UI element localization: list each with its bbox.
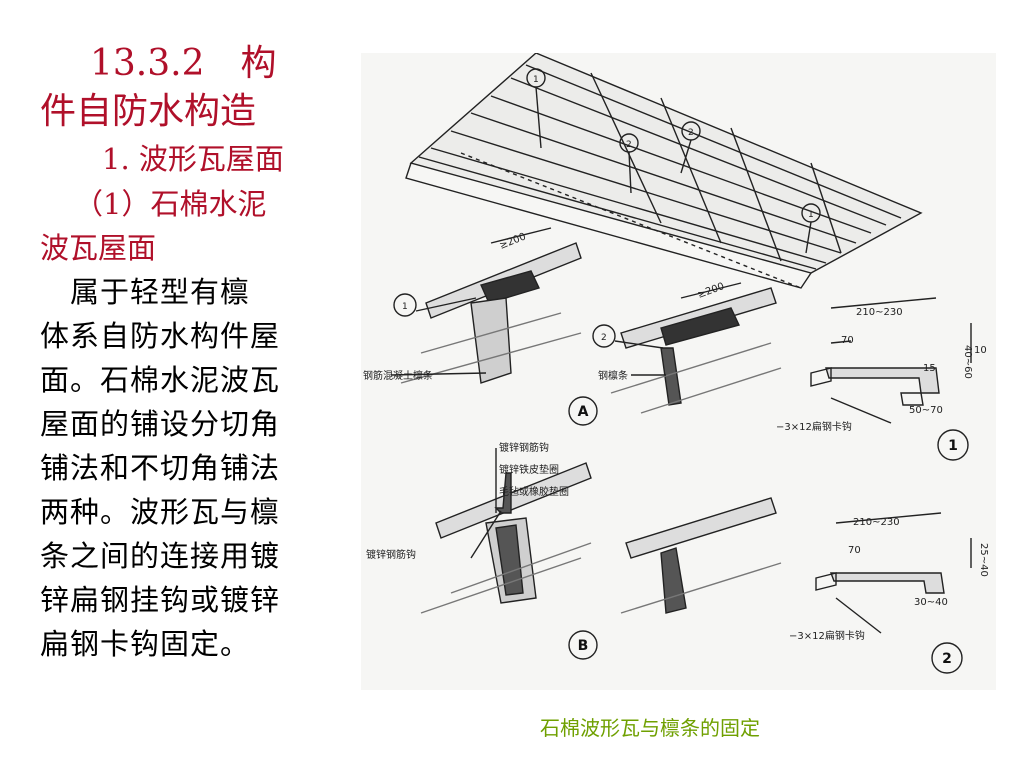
subheading-2-line1: （1）石棉水泥 xyxy=(74,187,267,221)
dim-210-230-a: 210~230 xyxy=(856,307,903,318)
body-line: 锌扁钢挂钩或镀锌 xyxy=(40,583,281,617)
body-line: 条之间的连接用镀 xyxy=(40,539,281,573)
dim-vertical-3: 25~40 xyxy=(978,543,989,577)
detail-b-label: B xyxy=(578,638,589,654)
text-column: 13.3.2 构 件自防水构造 1. 波形瓦屋面 （1）石棉水泥 波瓦屋面 属于… xyxy=(40,40,332,666)
dim-vertical-1: 40~60 xyxy=(962,345,973,379)
body-line: 铺法和不切角铺法 xyxy=(40,451,281,485)
label-galv-hook-1: 镀锌钢筋钩 xyxy=(499,441,549,454)
detail-a-badge xyxy=(568,396,598,426)
subheading-2-line2: 波瓦屋面 xyxy=(40,231,157,265)
label-galv-washer: 镀锌铁皮垫圈 xyxy=(499,463,559,476)
dim-15: 15 xyxy=(923,363,936,374)
dim-200-a: ≥200 xyxy=(498,231,528,251)
callout-3: 2 xyxy=(626,140,632,150)
body-paragraph: 属于轻型有檩 体系自防水构件屋 面。石棉水泥波瓦 屋面的铺设分切角 铺法和不切角… xyxy=(40,270,332,666)
detail-a-steel xyxy=(592,282,782,414)
subheading-1: 1. 波形瓦屋面 xyxy=(40,136,332,182)
callout-4: 1 xyxy=(808,210,814,220)
label-steel-purlin: 钢檩条 xyxy=(598,369,628,382)
detail-b-hook xyxy=(420,448,592,614)
label-hook-clip-2: −3×12扁钢卡钩 xyxy=(789,629,865,642)
dim-70-b: 70 xyxy=(848,545,861,556)
callout-1: 1 xyxy=(533,75,539,85)
roof-perspective xyxy=(405,53,923,289)
dim-30-40: 30~40 xyxy=(914,597,948,608)
section-heading: 13.3.2 构 件自防水构造 xyxy=(40,40,332,136)
callout-5: 1 xyxy=(402,302,408,312)
subheading-2: （1）石棉水泥 波瓦屋面 xyxy=(40,182,332,270)
label-galv-hook-2: 镀锌钢筋钩 xyxy=(366,548,416,561)
detail-1-label: 1 xyxy=(948,438,958,454)
roof-detail-figure: ≥200 ≥200 210~230 70 15 50~70 40~60 10 2… xyxy=(361,53,996,690)
dim-200-b: ≥200 xyxy=(696,281,726,301)
body-line: 体系自防水构件屋 xyxy=(40,319,281,353)
detail-2-label: 2 xyxy=(942,651,952,667)
callout-6: 2 xyxy=(601,333,607,343)
label-felt-washer: 毛毡或橡胶垫圈 xyxy=(499,485,569,498)
body-line: 面。石棉水泥波瓦 xyxy=(40,363,281,397)
figure-caption: 石棉波形瓦与檩条的固定 xyxy=(540,716,760,740)
dim-210-230-b: 210~230 xyxy=(853,517,900,528)
subheading-1-text: 1. 波形瓦屋面 xyxy=(102,142,284,176)
detail-b-badge xyxy=(568,630,598,660)
body-line: 属于轻型有檩 xyxy=(40,275,251,309)
detail-b-steel xyxy=(620,497,782,614)
body-line: 两种。波形瓦与檩 xyxy=(40,495,281,529)
roof-detail-drawing: ≥200 ≥200 210~230 70 15 50~70 40~60 10 2… xyxy=(363,53,989,674)
detail-1-clip xyxy=(810,297,972,461)
body-line: 屋面的铺设分切角 xyxy=(40,407,281,441)
label-concrete-purlin: 钢筋混凝土檩条 xyxy=(363,369,433,382)
dim-50-70: 50~70 xyxy=(909,405,943,416)
detail-2-clip xyxy=(815,512,972,674)
dim-vertical-2: 10 xyxy=(974,345,987,356)
section-heading-line2: 件自防水构造 xyxy=(40,91,257,132)
dim-70-a: 70 xyxy=(841,335,854,346)
callout-2: 2 xyxy=(688,128,694,138)
body-line: 扁钢卡钩固定。 xyxy=(40,627,251,661)
label-hook-clip-1: −3×12扁钢卡钩 xyxy=(776,420,852,433)
section-heading-line1: 13.3.2 构 xyxy=(90,43,277,84)
detail-a-concrete xyxy=(390,227,582,384)
detail-a-label: A xyxy=(578,404,589,420)
